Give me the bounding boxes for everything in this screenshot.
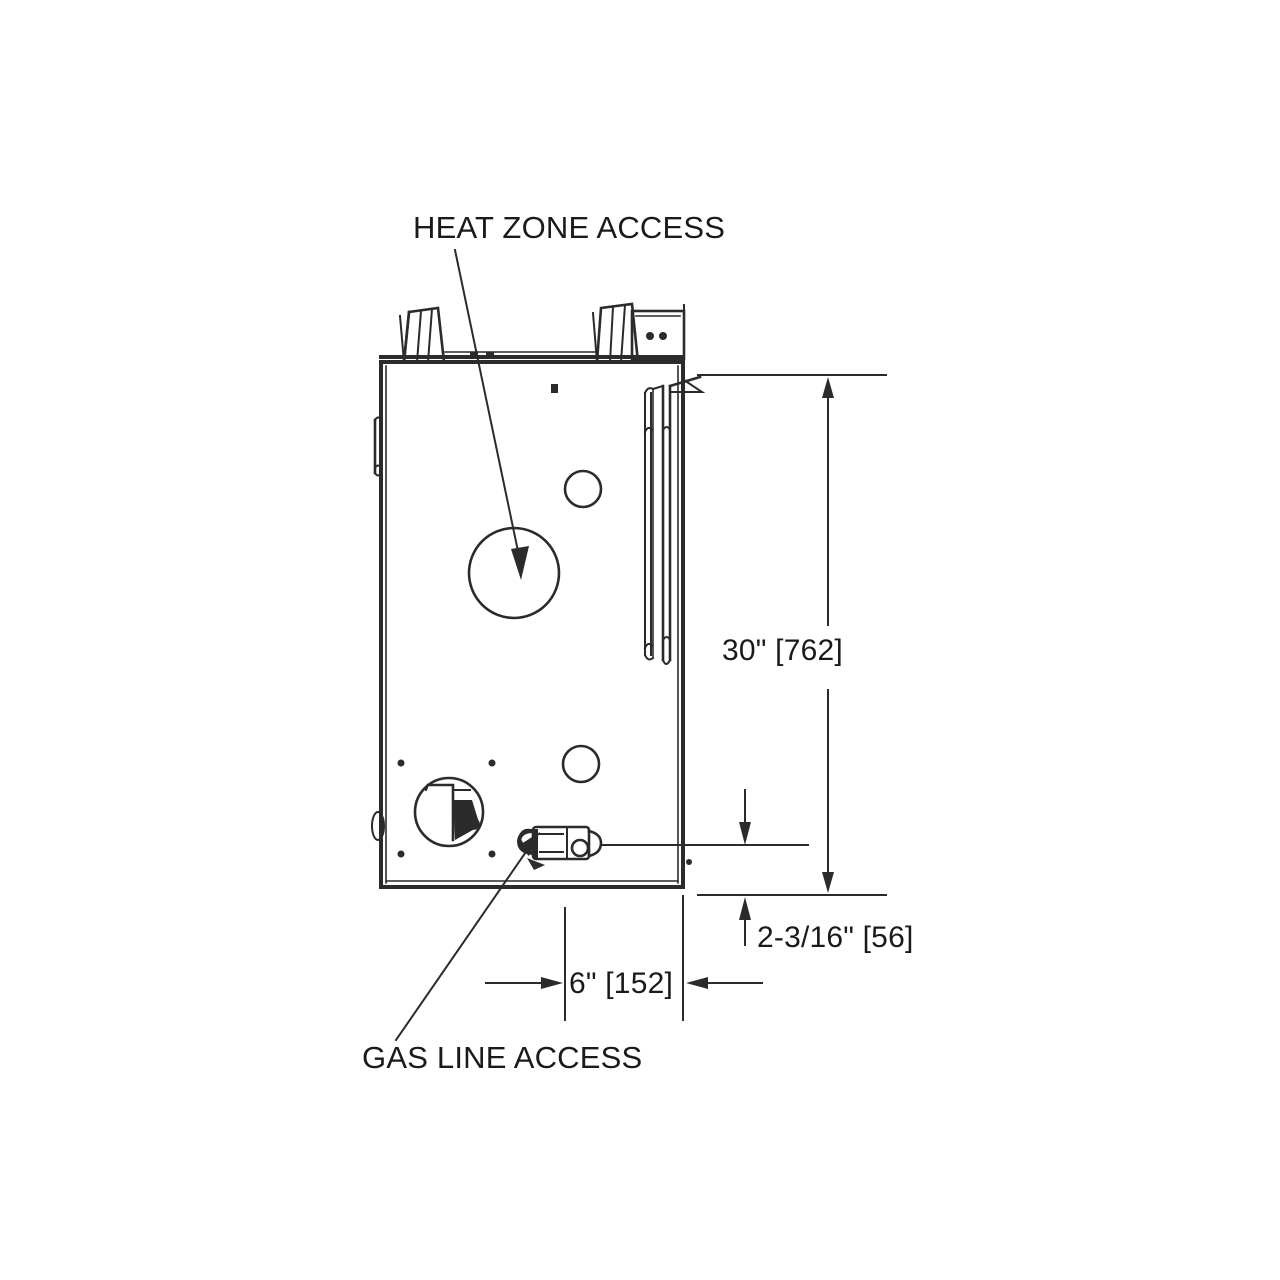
lower-small-port	[561, 744, 601, 784]
cabinet-top-marker	[551, 384, 558, 393]
top-flange-notch-a	[470, 352, 478, 358]
leader-gas-line-access	[394, 844, 532, 1042]
panel-screw-br	[488, 850, 496, 858]
upper-small-port	[563, 469, 603, 509]
panel-top-hook	[668, 375, 706, 393]
heat-zone-access-port	[467, 526, 561, 620]
dimension-gas-line-offset-bottom: 2-3/16" [56]	[739, 789, 914, 954]
top-flange-notch-b	[486, 352, 494, 358]
arrowhead-heat-zone-access	[511, 546, 529, 580]
arrow-left-6in	[686, 977, 708, 989]
dimension-label-gas-line-offset-bottom: 2-3/16" [56]	[757, 921, 914, 954]
dimension-overall-height: 30" [762]	[697, 374, 887, 896]
callout-label-heat-zone-access: HEAT ZONE ACCESS	[413, 210, 725, 245]
dimension-label-overall-height: 30" [762]	[722, 634, 843, 667]
panel-screw-bl	[397, 850, 405, 858]
top-control-box	[630, 304, 686, 363]
left-lower-hinge-bracket	[371, 811, 385, 841]
right-flue-collar-icon	[591, 302, 640, 364]
callout-label-gas-line-access: GAS LINE ACCESS	[362, 1040, 642, 1075]
arrow-up-gas-offset	[739, 897, 751, 920]
dimension-label-gas-line-offset-horizontal: 6" [152]	[569, 967, 673, 1000]
panel-screw-tl	[397, 759, 405, 767]
lower-access-port	[413, 776, 485, 848]
arrow-down-30	[822, 872, 834, 893]
cabinet-corner-dot	[686, 859, 692, 865]
callout-gas-line-access: GAS LINE ACCESS	[362, 832, 642, 1075]
main-cabinet-body	[379, 360, 685, 889]
left-flue-collar-icon	[398, 306, 446, 364]
callout-heat-zone-access: HEAT ZONE ACCESS	[413, 210, 725, 580]
arrow-right-6in	[541, 977, 563, 989]
leader-heat-zone-access	[453, 248, 521, 558]
panel-screw-tr	[488, 759, 496, 767]
arrow-up-30	[822, 377, 834, 398]
arrow-down-gas-offset	[739, 822, 751, 845]
dimension-gas-line-offset-horizontal: 6" [152]	[485, 895, 763, 1021]
right-side-access-panel	[643, 384, 672, 665]
arrowhead-gas-line-access	[518, 832, 540, 856]
left-hinge-bracket	[373, 416, 383, 477]
